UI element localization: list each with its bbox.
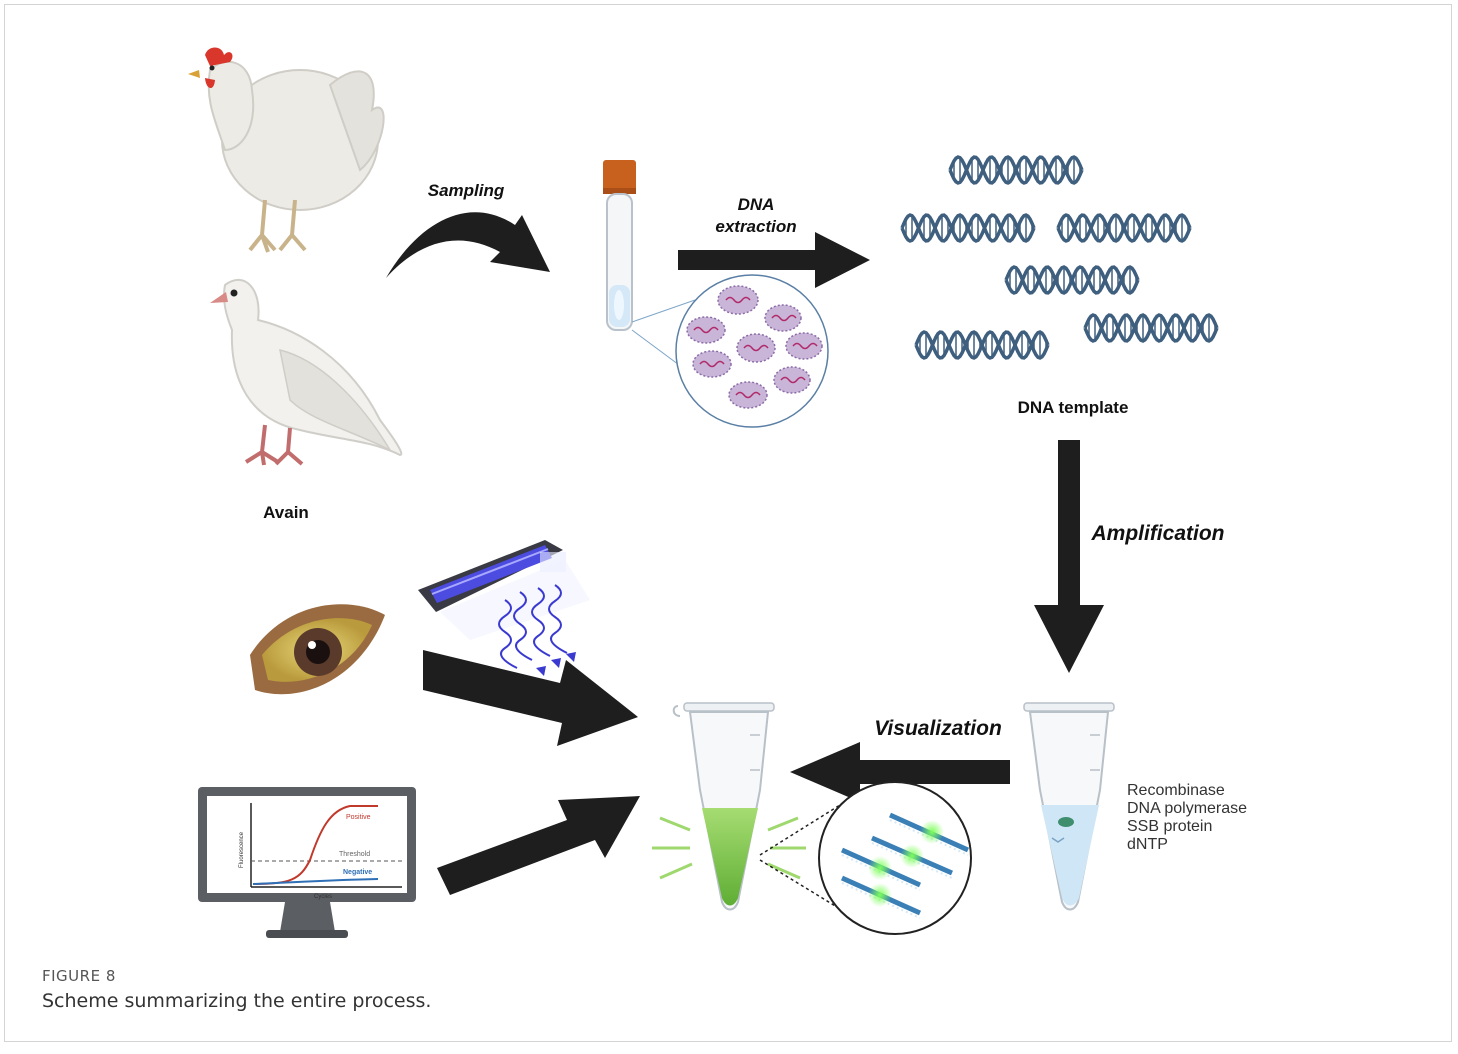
dna-helix-icon (1056, 213, 1192, 243)
pigeon-icon (210, 279, 403, 466)
eye-icon (250, 604, 385, 695)
virus-inset (675, 274, 829, 428)
reagent-item: DNA polymerase (1127, 800, 1247, 817)
dna-helix-icon (1083, 313, 1219, 343)
amplification-arrow (1034, 440, 1104, 673)
uv-light-rays (498, 584, 576, 676)
result-tube-icon (672, 702, 775, 911)
fluorescence-axis-label: Fluorescence (239, 831, 245, 868)
reaction-tube-icon (1023, 702, 1115, 911)
visualization-label: Visualization (874, 717, 1002, 740)
monitor-to-tube-arrow (437, 796, 640, 895)
sampling-label: Sampling (428, 181, 505, 200)
reagent-item: dNTP (1127, 836, 1168, 853)
virus-particle-icon (686, 285, 823, 409)
dna-helix-icon (1004, 265, 1140, 295)
negative-label: Negative (343, 869, 372, 876)
reagent-item: Recombinase (1127, 782, 1225, 799)
reagent-list: Recombinase DNA polymerase SSB protein d… (1127, 782, 1247, 853)
threshold-label: Threshold (339, 851, 370, 858)
sampling-arrow (386, 212, 550, 278)
dna-helix-icon (914, 330, 1050, 360)
visualization-arrow (790, 742, 1010, 802)
dna-extraction-arrow (678, 232, 870, 288)
dna-helix-icon (948, 155, 1084, 185)
qpcr-chart: Positive Threshold Negative Cycles Fluor… (239, 803, 402, 900)
figure-frame (4, 4, 1452, 1042)
avain-label: Avain (263, 503, 309, 522)
fluorescence-rays (652, 816, 806, 880)
amplification-label: Amplification (1090, 522, 1224, 545)
positive-label: Positive (346, 814, 371, 821)
reagent-item: SSB protein (1127, 818, 1212, 835)
sample-tube-icon (603, 160, 636, 331)
dna-extraction-label-line1: DNA (738, 195, 775, 214)
chicken-icon (188, 47, 385, 253)
process-diagram: Avain Sampling (188, 47, 1247, 938)
figure-caption: Scheme summarizing the entire process. (42, 990, 432, 1012)
uv-lamp-icon (418, 540, 590, 640)
dna-helix-icon (900, 213, 1036, 243)
amplicon-inset (818, 781, 972, 935)
cycles-label: Cycles (314, 894, 332, 900)
dna-helices (900, 155, 1219, 360)
monitor-icon (198, 787, 416, 938)
dna-template-label: DNA template (1018, 398, 1129, 417)
eye-to-tube-arrow (423, 650, 638, 746)
dna-extraction-label-line2: extraction (715, 217, 796, 236)
figure-label: FIGURE 8 (42, 967, 116, 985)
